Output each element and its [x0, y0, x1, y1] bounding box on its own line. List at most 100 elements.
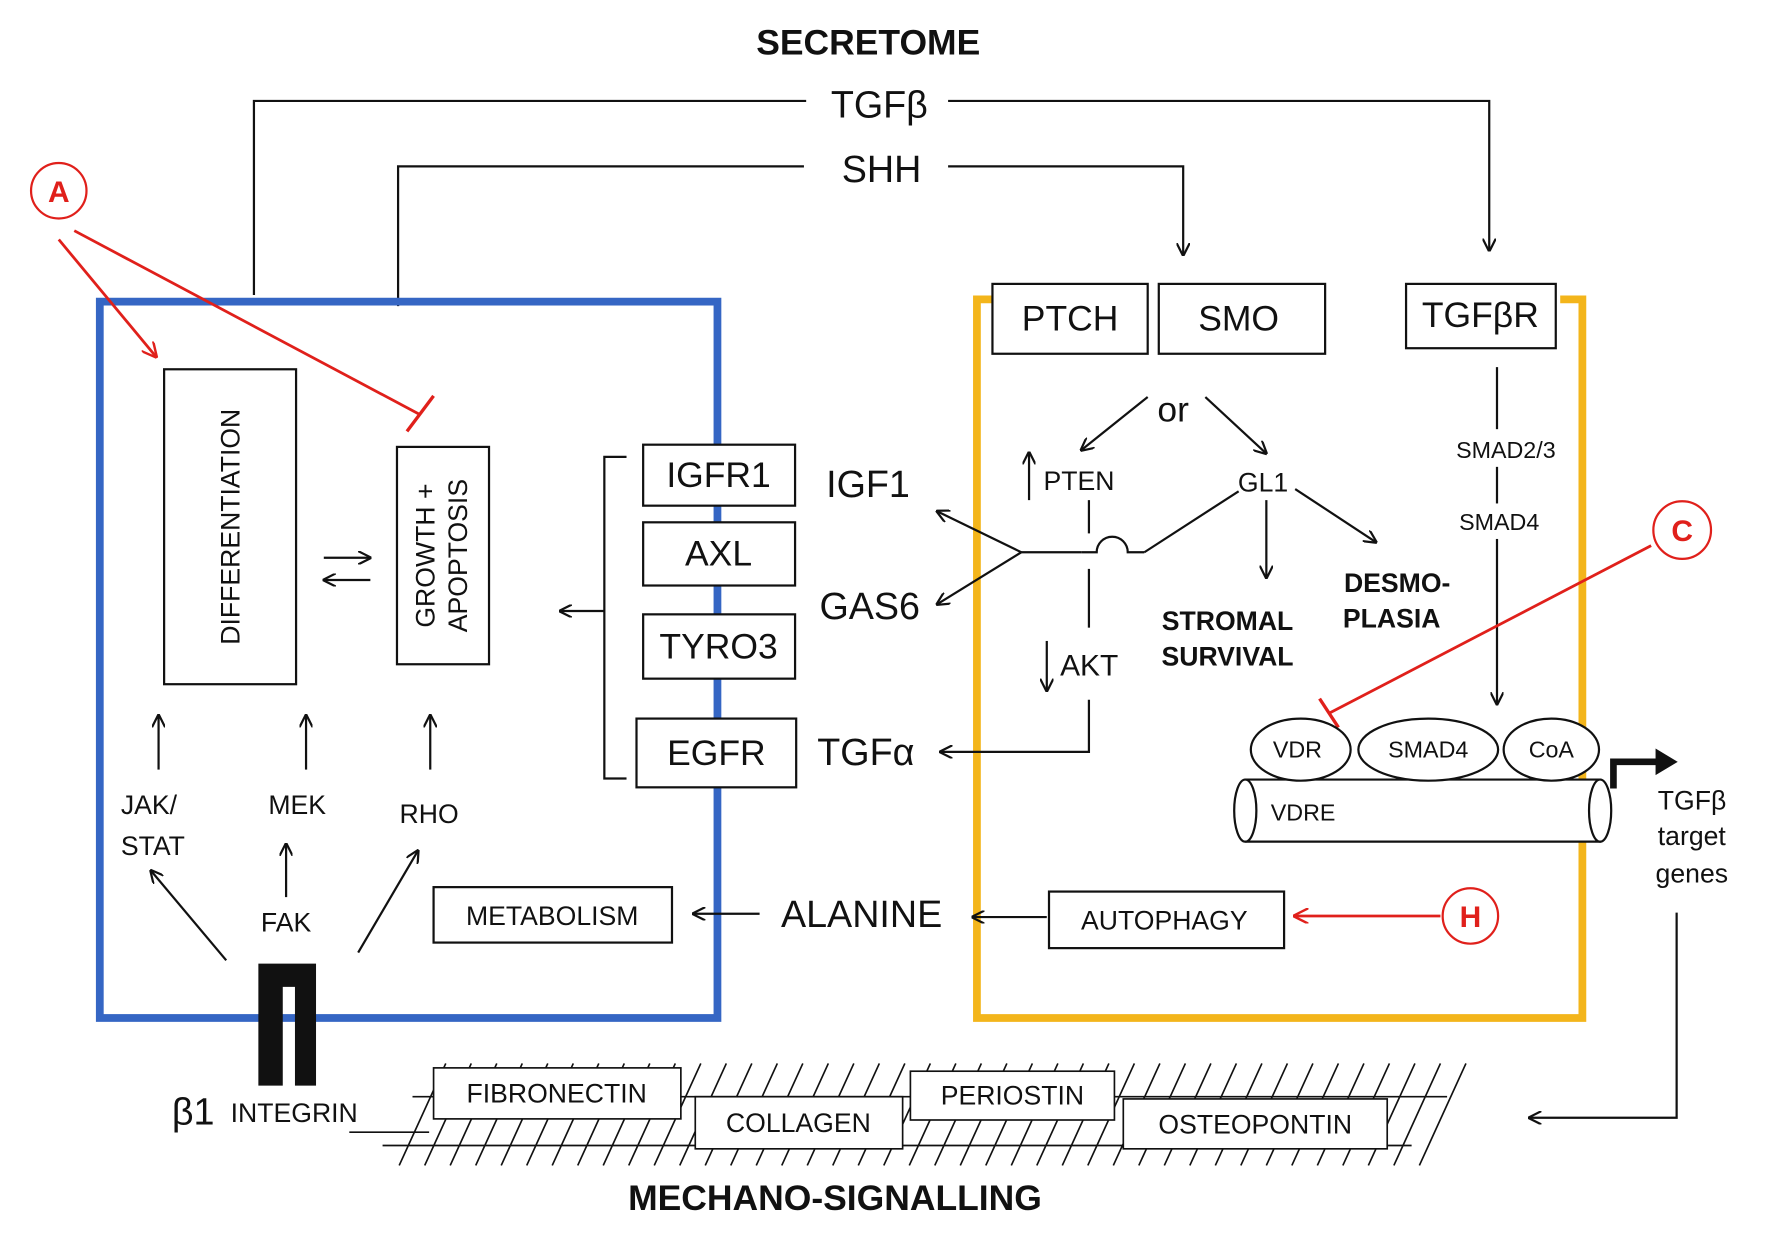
marker-c-label: C [1671, 515, 1693, 548]
smo-label: SMO [1198, 298, 1279, 338]
integrin-to-rho-arrow [357, 851, 418, 954]
marker-a-inhibition-line [73, 229, 421, 416]
ptch-box [991, 282, 1149, 355]
footer-mechano-signalling: MECHANO-SIGNALLING [628, 1178, 1042, 1218]
differentiation-box [163, 368, 298, 686]
branch-to-igf1-arrow [937, 511, 1022, 554]
smad4-oval-label: SMAD4 [1388, 736, 1468, 762]
metabolism-box [432, 886, 674, 944]
autophagy-box [1047, 890, 1286, 950]
periostin-box [909, 1070, 1116, 1121]
gl1-label: GL1 [1238, 467, 1288, 497]
marker-h-label: H [1460, 901, 1482, 934]
stromal-label: STROMAL [1162, 606, 1294, 636]
desmo-label: DESMO- [1344, 568, 1450, 598]
coa-oval [1502, 717, 1601, 782]
smad4-label-bg [1444, 503, 1556, 539]
receptor-bracket [603, 455, 627, 780]
jak-label: JAK/ [121, 790, 178, 820]
ptch-label: PTCH [1022, 298, 1119, 338]
smad4-pathway-label: SMAD4 [1459, 509, 1539, 535]
vdre-cylinder-left-cap [1233, 778, 1258, 843]
rho-label: RHO [400, 799, 459, 829]
osteopontin-label: OSTEOPONTIN [1158, 1109, 1352, 1139]
smo-to-pten-arrow [1081, 396, 1149, 450]
igf1-label: IGF1 [826, 463, 910, 505]
survival-label: SURVIVAL [1161, 641, 1293, 671]
tyro3-box [642, 613, 797, 680]
smo-to-gl1-arrow [1204, 396, 1266, 454]
axl-box [642, 521, 797, 587]
stat-label: STAT [121, 831, 185, 861]
fibronectin-box [432, 1067, 682, 1120]
marker-a-circle [29, 161, 88, 220]
periostin-label: PERIOSTIN [941, 1080, 1084, 1110]
shh-line-left [396, 165, 804, 307]
differentiation-label: DIFFERENTIATION [216, 409, 246, 645]
target-genes-line1: TGFβ [1658, 786, 1727, 816]
marker-c-circle [1652, 500, 1713, 561]
branch-to-gas6-arrow [937, 551, 1022, 604]
pten-label: PTEN [1043, 466, 1114, 496]
fak-label: FAK [261, 907, 312, 937]
ecm-hatch-line [1393, 1063, 1442, 1166]
yellow-cell-membrane [973, 295, 1587, 1022]
shh-arrow-to-smo [948, 165, 1183, 255]
tgfb-arrow-to-receptor [948, 99, 1489, 251]
marker-c-inhibition-bar [1318, 697, 1340, 729]
akt-label: AKT [1060, 649, 1118, 682]
ecm-hatch-line [1418, 1063, 1467, 1166]
gl1-to-branch-line [1143, 490, 1240, 554]
vdre-label: VDRE [1271, 800, 1336, 826]
growth-apoptosis-box [395, 445, 491, 666]
marker-a-inhibition-bar [405, 394, 435, 433]
shh-secreted-label: SHH [842, 148, 922, 190]
egfr-box [635, 717, 798, 789]
integrin-label: INTEGRIN [231, 1098, 358, 1128]
marker-h-circle [1441, 887, 1500, 945]
or-label: or [1157, 389, 1189, 429]
egfr-label: EGFR [667, 733, 766, 773]
tgfbr-label: TGFβR [1422, 295, 1539, 335]
growth-label: GROWTH + [411, 484, 441, 628]
beta1-label: β1 [172, 1090, 215, 1132]
metabolism-label: METABOLISM [466, 901, 639, 931]
vdr-oval [1249, 717, 1352, 782]
plasia-label: PLASIA [1343, 604, 1441, 634]
osteopontin-box [1122, 1098, 1389, 1150]
fibronectin-label: FIBRONECTIN [466, 1078, 646, 1108]
tyro3-label: TYRO3 [659, 627, 777, 667]
gas6-label: GAS6 [819, 585, 920, 627]
smo-box [1157, 282, 1327, 355]
title-secretome: SECRETOME [756, 22, 980, 62]
smad23-label-bg [1439, 429, 1573, 467]
tgfb-secreted-label: TGFβ [831, 84, 928, 126]
igfr1-label: IGFR1 [666, 455, 770, 495]
collagen-label: COLLAGEN [726, 1108, 871, 1138]
vdr-label: VDR [1273, 736, 1322, 762]
target-genes-to-ecm-arrow [1529, 912, 1678, 1118]
tgfbr-box [1404, 282, 1557, 350]
target-genes-line2: target [1658, 821, 1727, 851]
autophagy-label: AUTOPHAGY [1081, 905, 1248, 935]
axl-label: AXL [685, 534, 752, 574]
vdre-cylinder-right-cap [1587, 778, 1613, 843]
akt-to-tgfa-arrow [940, 699, 1091, 752]
target-genes-line3: genes [1656, 859, 1729, 889]
integrin-icon [258, 963, 317, 1086]
marker-a-activation-arrow [57, 238, 157, 358]
transcription-arrowhead [1655, 748, 1678, 776]
alanine-label: ALANINE [781, 893, 942, 935]
smad23-label: SMAD2/3 [1456, 437, 1556, 463]
smad4-oval [1357, 717, 1500, 782]
transcription-start-arrow-icon [1610, 758, 1658, 789]
coa-label: CoA [1529, 736, 1575, 762]
tgfb-line-left [252, 99, 807, 295]
apoptosis-label: APOPTOSIS [443, 479, 473, 632]
igfr1-box [642, 443, 797, 507]
tgfa-label: TGFα [817, 731, 914, 773]
marker-c-inhibition-line [1328, 544, 1652, 715]
collagen-box [694, 1095, 904, 1150]
